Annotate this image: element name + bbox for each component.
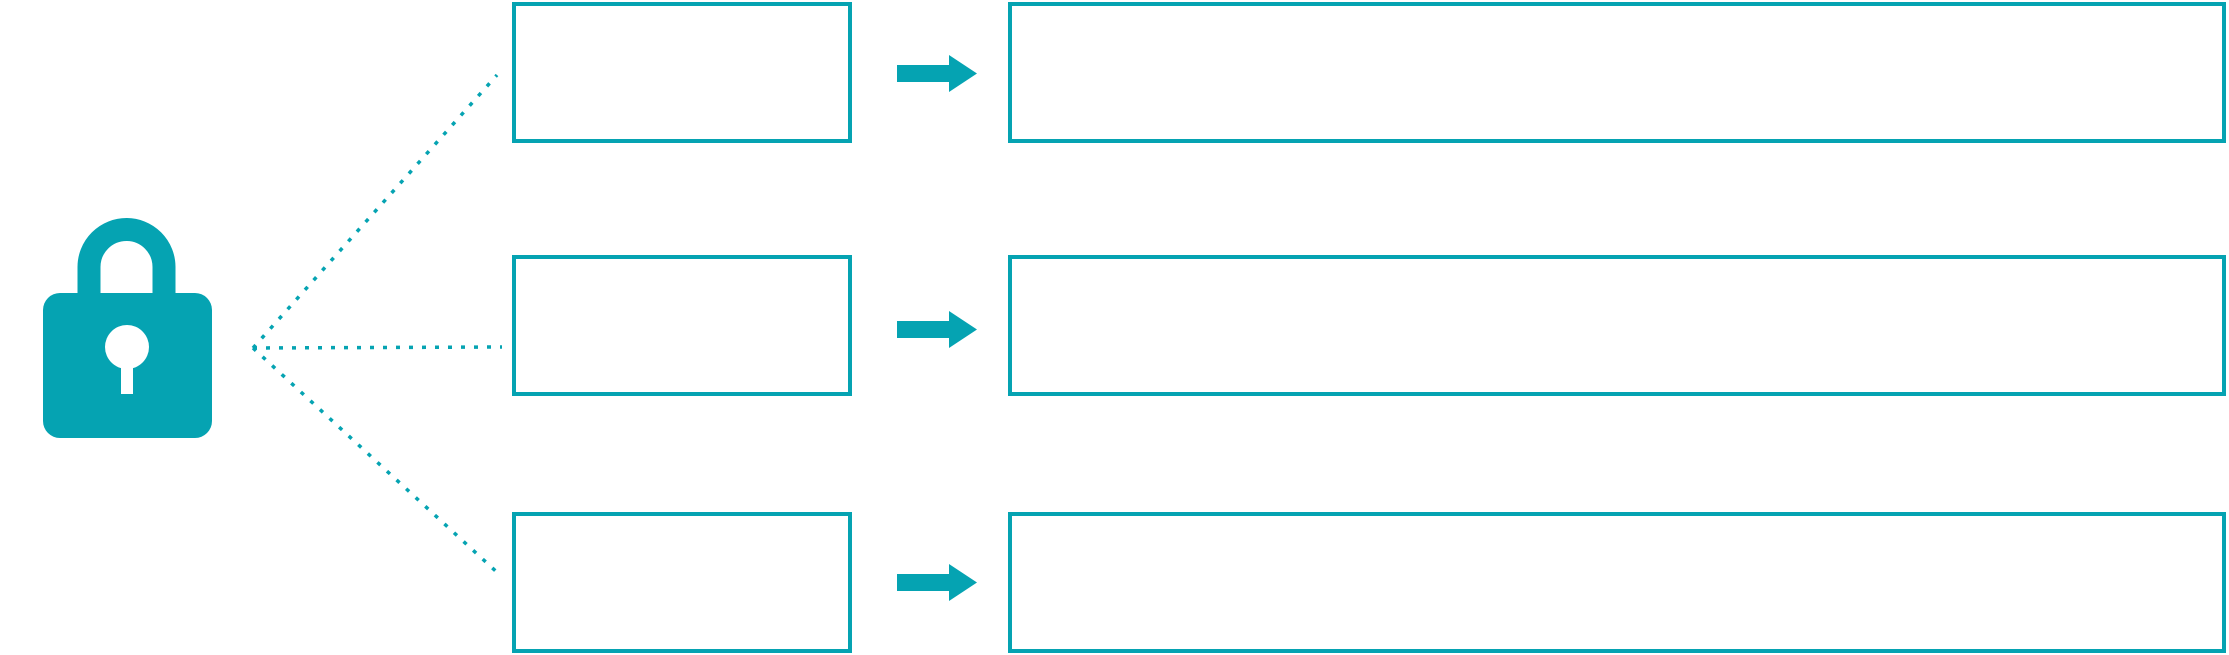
right-arrow-shape [897,564,977,601]
lock-icon [43,218,212,438]
definition-box-1 [1008,2,2226,143]
lock-shackle [77,218,176,303]
definition-box-2 [1008,255,2226,396]
dotted-connector-bottom [251,346,502,577]
right-arrow-icon [897,564,977,601]
lock-keyhole [105,325,149,369]
dotted-connector-top [251,73,499,350]
term-box-3 [512,512,852,653]
dotted-connector-middle [252,345,503,350]
lock-keyhole-stem [121,358,133,394]
right-arrow-icon [897,55,977,92]
definition-box-3 [1008,512,2226,653]
term-box-1 [512,2,852,143]
right-arrow-shape [897,55,977,92]
right-arrow-shape [897,311,977,348]
term-box-2 [512,255,852,396]
right-arrow-icon [897,311,977,348]
